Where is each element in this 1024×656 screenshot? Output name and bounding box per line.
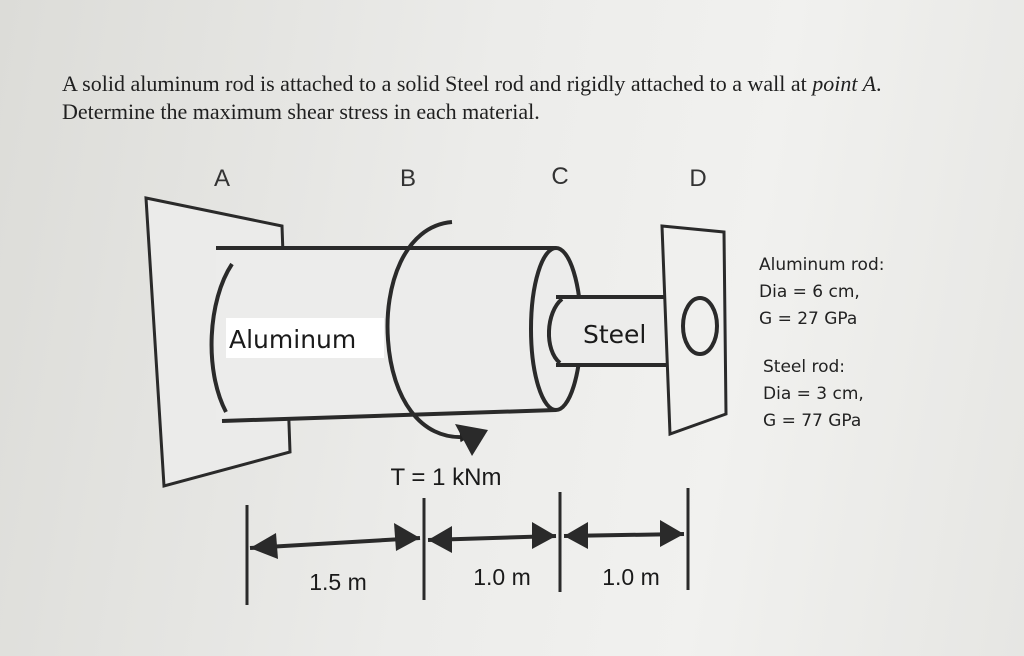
dimension-label-ab: 1.5 m <box>309 569 367 595</box>
problem-line-1-end: . <box>876 71 882 96</box>
dimension-arrow-bc-right <box>532 522 556 549</box>
torque-arrowhead <box>455 424 488 456</box>
steel-label: Steel <box>583 320 646 349</box>
aluminum-label: Aluminum <box>229 325 356 354</box>
steel-rod-end-face <box>681 296 719 356</box>
dimension-arrow-cd-left <box>564 522 588 549</box>
aluminum-diameter: Dia = 6 cm, <box>759 282 860 302</box>
problem-line-2: Determine the maximum shear stress in ea… <box>62 99 540 124</box>
steel-properties: Steel rod: Dia = 3 cm, G = 77 GPa <box>763 354 864 435</box>
aluminum-shear-modulus: G = 27 GPa <box>759 309 858 329</box>
steel-shear-modulus: G = 77 GPa <box>763 411 862 431</box>
aluminum-properties: Aluminum rod: Dia = 6 cm, G = 27 GPa <box>759 252 884 333</box>
torque-label: T = 1 kNm <box>391 464 502 491</box>
dimension-arrow-ab-right <box>394 523 420 551</box>
torque-arrow <box>385 220 470 443</box>
dimension-arrow-cd-right <box>660 520 684 547</box>
problem-statement: A solid aluminum rod is attached to a so… <box>62 70 982 126</box>
point-label-b: B <box>400 165 416 192</box>
problem-line-1-text: A solid aluminum rod is attached to a so… <box>62 71 813 96</box>
aluminum-properties-title: Aluminum rod: <box>759 255 885 275</box>
dimension-label-cd: 1.0 m <box>602 564 660 590</box>
point-a-reference: point A <box>812 71 877 96</box>
dimension-line-ab <box>249 536 421 550</box>
dimension-arrow-ab-left <box>250 533 278 559</box>
aluminum-rod-left-end <box>209 262 234 413</box>
point-label-d: D <box>689 165 706 192</box>
steel-rod-start <box>546 297 564 365</box>
aluminum-rod-bottom-edge <box>221 408 557 423</box>
steel-properties-title: Steel rod: <box>763 357 846 377</box>
aluminum-label-box <box>226 318 384 358</box>
dimension-arrow-bc-left <box>428 526 452 553</box>
point-label-a: A <box>214 165 230 192</box>
problem-line-1: A solid aluminum rod is attached to a so… <box>62 70 982 98</box>
steel-diameter: Dia = 3 cm, <box>763 384 864 404</box>
point-label-c: C <box>551 163 568 190</box>
dimension-label-bc: 1.0 m <box>473 564 531 590</box>
